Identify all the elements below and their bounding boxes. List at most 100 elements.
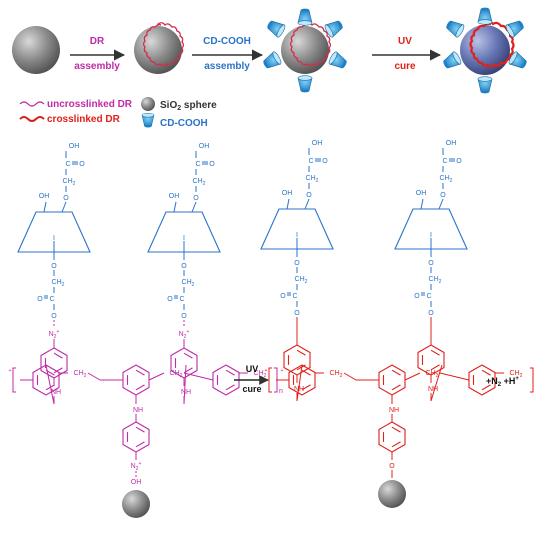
o-label: O [306,192,312,199]
bond-line [191,201,197,213]
chain-end-label: + [9,368,12,374]
o-label: O [389,463,395,470]
chain-end-label: + [281,368,284,374]
benzene-ring [122,421,150,453]
cd-coated-sphere [260,8,350,93]
sio2-sphere-icon [12,26,60,74]
benzene-ring [122,364,150,396]
o-label: O [456,158,462,165]
step-uv-sublabel: cure [394,61,416,72]
uv-label: UV [246,364,259,374]
c-label: C [426,293,431,300]
i-label: I [53,235,55,242]
legend-sphere: SiO2 sphere [160,100,217,112]
o-label: O [294,260,300,267]
sio2-sphere-icon [281,26,329,74]
legend-cd: CD-COOH [160,118,208,129]
nh-label: NH [389,407,399,414]
nh-label: NH [51,389,61,396]
nh-label: NH [428,386,438,393]
uv-cure-arrow: UV cure [234,364,269,394]
dr-pendant: NH [283,317,311,401]
bond-line [439,372,470,381]
cd-cooh-cone-icon [297,75,313,93]
o-label: O [51,263,57,270]
ch2-label: CH2 [426,370,439,379]
oh-label: OH [199,143,210,150]
i-label: I [296,232,298,239]
cd-cooh-cone-icon [141,112,155,128]
bond-line [45,364,55,405]
benzene-ring [378,364,406,396]
cd-cooh-cone-icon [443,17,466,39]
c-label: C [49,296,54,303]
dr-coated-sphere [134,22,185,74]
o-label: O [51,313,57,320]
bond-line [183,364,187,405]
polymer-bracket [530,367,534,393]
oh-label: OH [39,193,50,200]
bond-line [87,372,101,381]
step-cd-sublabel: assembly [204,61,250,72]
bond-line [343,372,357,381]
o-label: O [440,192,446,199]
o-label: O [181,313,187,320]
cd-cooh-cone-icon [297,8,313,26]
step-uv-label: UV [398,36,412,47]
oh-label: OH [69,143,80,150]
ch2-label: CH2 [429,276,442,285]
o-label: O [428,310,434,317]
bond-line [286,198,290,210]
oh-label: OH [131,479,142,486]
repeat-unit-label: n [279,388,283,395]
bond-line [173,201,177,213]
uv-cure-label: cure [242,384,261,394]
dr-pendant-bottom: O [378,463,406,508]
step-dr-sublabel: assembly [74,61,120,72]
nh-label: NH [133,407,143,414]
bond-line [43,201,47,213]
benzene-ring [283,344,311,376]
wavy-dr-line-icon [142,22,185,67]
step-cd-label: CD-COOH [203,36,251,47]
oh-label: OH [312,140,323,147]
c-label: C [308,158,313,165]
o-label: O [167,296,173,303]
cyclodextrin-ring [394,208,468,250]
cd-cooh-cone-icon [327,50,350,72]
legend: uncrosslinked DR crosslinked DR SiO2 sph… [19,97,217,129]
legend-crosslinked: crosslinked DR [47,114,121,125]
bond-line [304,198,310,210]
nh-label: NH [181,389,191,396]
bond-line [296,364,303,402]
i-label: I [430,232,432,239]
c-label: C [179,296,184,303]
c-label: C [65,161,70,168]
bond-line [183,372,214,381]
o-label: O [414,293,420,300]
cd-cooh-cone-icon [477,7,493,25]
bond-line [420,198,424,210]
o-label: O [63,195,69,202]
ch2-label: CH2 [330,370,343,379]
dr-pendant-bottom: N2+ OH [122,461,150,518]
sio2-sphere-icon [122,490,150,518]
legend-uncrosslinked: uncrosslinked DR [47,99,133,110]
bond-line [148,372,165,381]
ch2-label: CH2 [170,370,183,379]
chain-end-label: + [265,368,268,374]
c-label: C [292,293,297,300]
oh-label: OH [169,193,180,200]
diazonium-label: N2+ [131,461,142,472]
c-label: C [442,158,447,165]
uv-cured-sphere [440,7,530,94]
o-label: O [294,310,300,317]
sio2-sphere-icon [460,25,510,75]
oh-label: OH [446,140,457,147]
cyclodextrin-ring [17,211,91,253]
